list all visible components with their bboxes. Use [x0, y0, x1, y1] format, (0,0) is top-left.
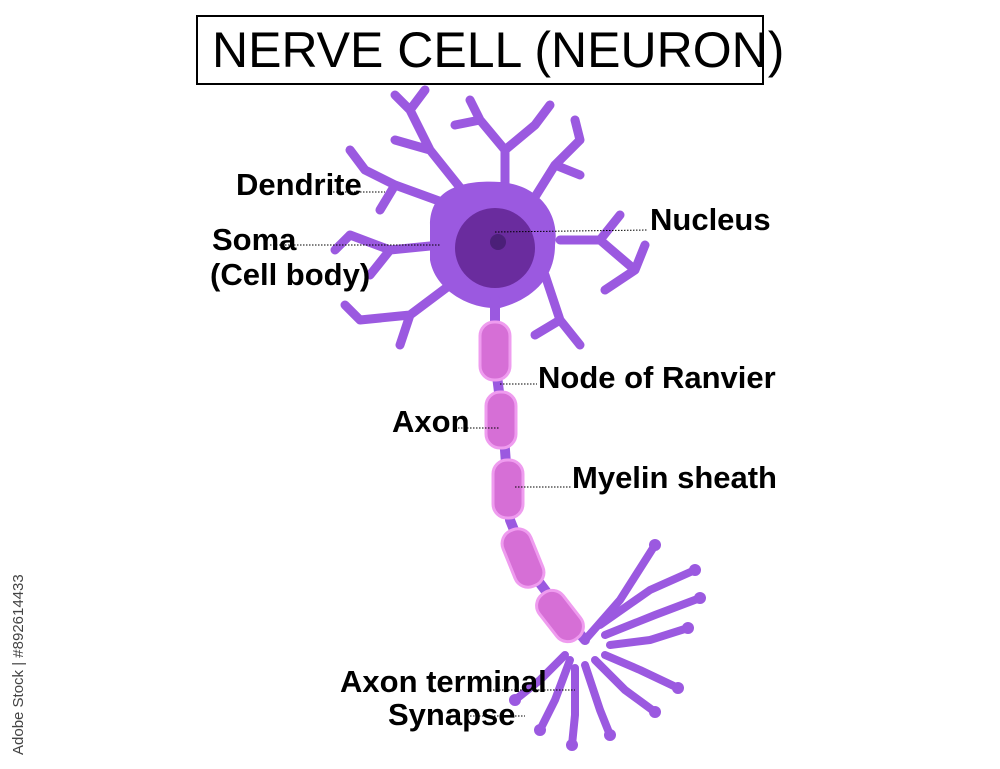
- label-dendrite: Dendrite: [236, 167, 362, 202]
- label-synapse: Synapse: [388, 697, 516, 732]
- label-nucleus: Nucleus: [650, 202, 771, 237]
- label-axon-terminal: Axon terminal: [340, 664, 547, 699]
- neuron-illustration: [330, 85, 706, 751]
- terminal-buttons: [509, 539, 706, 751]
- terminal-bouton: [649, 706, 661, 718]
- myelin-segment: [535, 588, 585, 644]
- label-node-of-ranvier: Node of Ranvier: [538, 360, 776, 395]
- myelin-segment: [484, 390, 518, 450]
- axon-terminals: [511, 541, 704, 749]
- myelin-segment: [500, 527, 546, 589]
- myelin-segment: [491, 458, 525, 520]
- terminal-bouton: [509, 694, 521, 706]
- terminal-bouton: [682, 622, 694, 634]
- label-myelin-sheath: Myelin sheath: [572, 460, 777, 495]
- diagram-title: NERVE CELL (NEURON): [212, 22, 785, 78]
- label-cell-body: (Cell body): [210, 257, 371, 292]
- terminal-bouton: [534, 724, 546, 736]
- terminal-bouton: [566, 739, 578, 751]
- dendrites: [330, 85, 650, 350]
- myelin-segment: [478, 320, 512, 382]
- leader-lines: [270, 191, 649, 717]
- terminal-bouton: [649, 539, 661, 551]
- terminal-bouton: [689, 564, 701, 576]
- myelin-segments: [478, 320, 585, 644]
- label-soma: Soma: [212, 222, 297, 257]
- terminal-bouton: [694, 592, 706, 604]
- title-box: [196, 15, 764, 85]
- watermark-text: Adobe Stock | #892614433: [10, 574, 27, 755]
- label-axon: Axon: [392, 404, 470, 439]
- terminal-bouton: [672, 682, 684, 694]
- nucleolus: [490, 234, 506, 250]
- terminal-bouton: [604, 729, 616, 741]
